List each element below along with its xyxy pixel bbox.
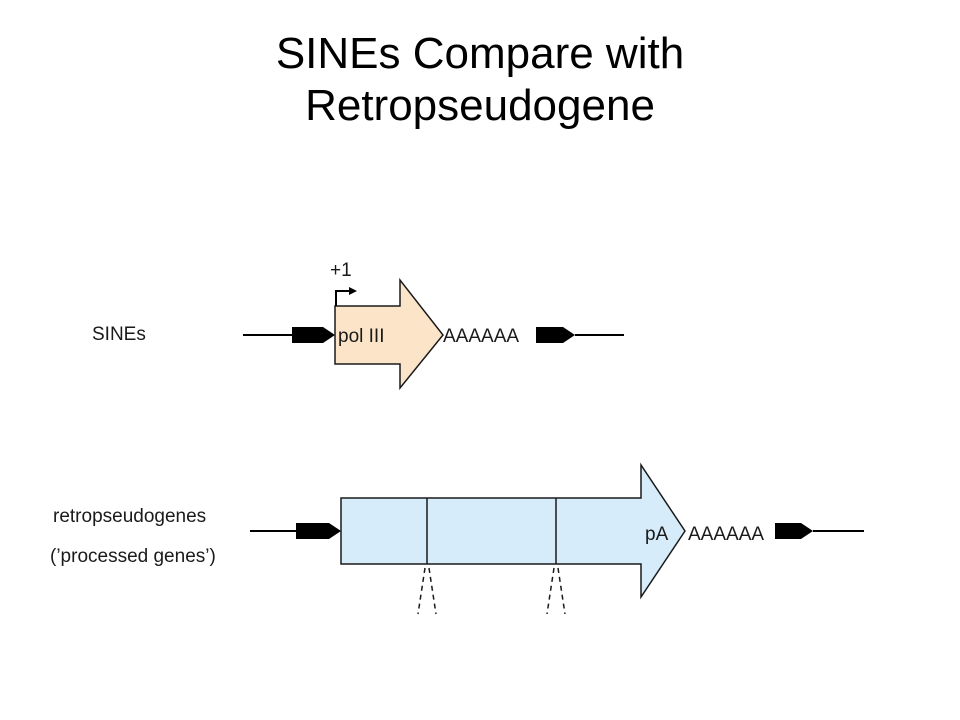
sines-tss-arrow [335, 290, 350, 306]
sines-direct-repeat-left-arrow [292, 327, 335, 343]
retro-intron-loss-marker-1 [417, 567, 437, 615]
retropseudogenes-label-line-2: (’processed genes’) [50, 546, 216, 567]
sines-element-label: pol III [338, 326, 384, 347]
retro-polya-tail: AAAAAA [688, 524, 764, 545]
retro-direct-repeat-right-arrow [775, 523, 813, 539]
sines-direct-repeat-right-arrow [536, 327, 575, 343]
retro-intron-loss-marker-2 [546, 567, 566, 615]
retropseudogenes-row: retropseudogenes (’processed genes’) pA … [50, 462, 864, 615]
sines-row: SINEs pol III +1 AAAAAA [92, 260, 624, 391]
sines-tss-arrowhead [349, 287, 357, 295]
retropseudogenes-label-line-1: retropseudogenes [53, 506, 206, 527]
sines-tss-label: +1 [330, 260, 352, 281]
retro-pa-signal-label: pA [645, 524, 669, 545]
title-line-1: SINEs Compare with [275, 29, 685, 78]
sines-label: SINEs [92, 324, 146, 345]
retro-direct-repeat-left-arrow [296, 523, 341, 539]
slide-title: SINEs Compare with Retropseudogene [0, 28, 960, 132]
sines-pol3-element [334, 277, 444, 391]
retro-processed-gene-body [340, 462, 686, 600]
title-line-2: Retropseudogene [305, 81, 655, 130]
sines-polya-tail: AAAAAA [443, 326, 519, 347]
